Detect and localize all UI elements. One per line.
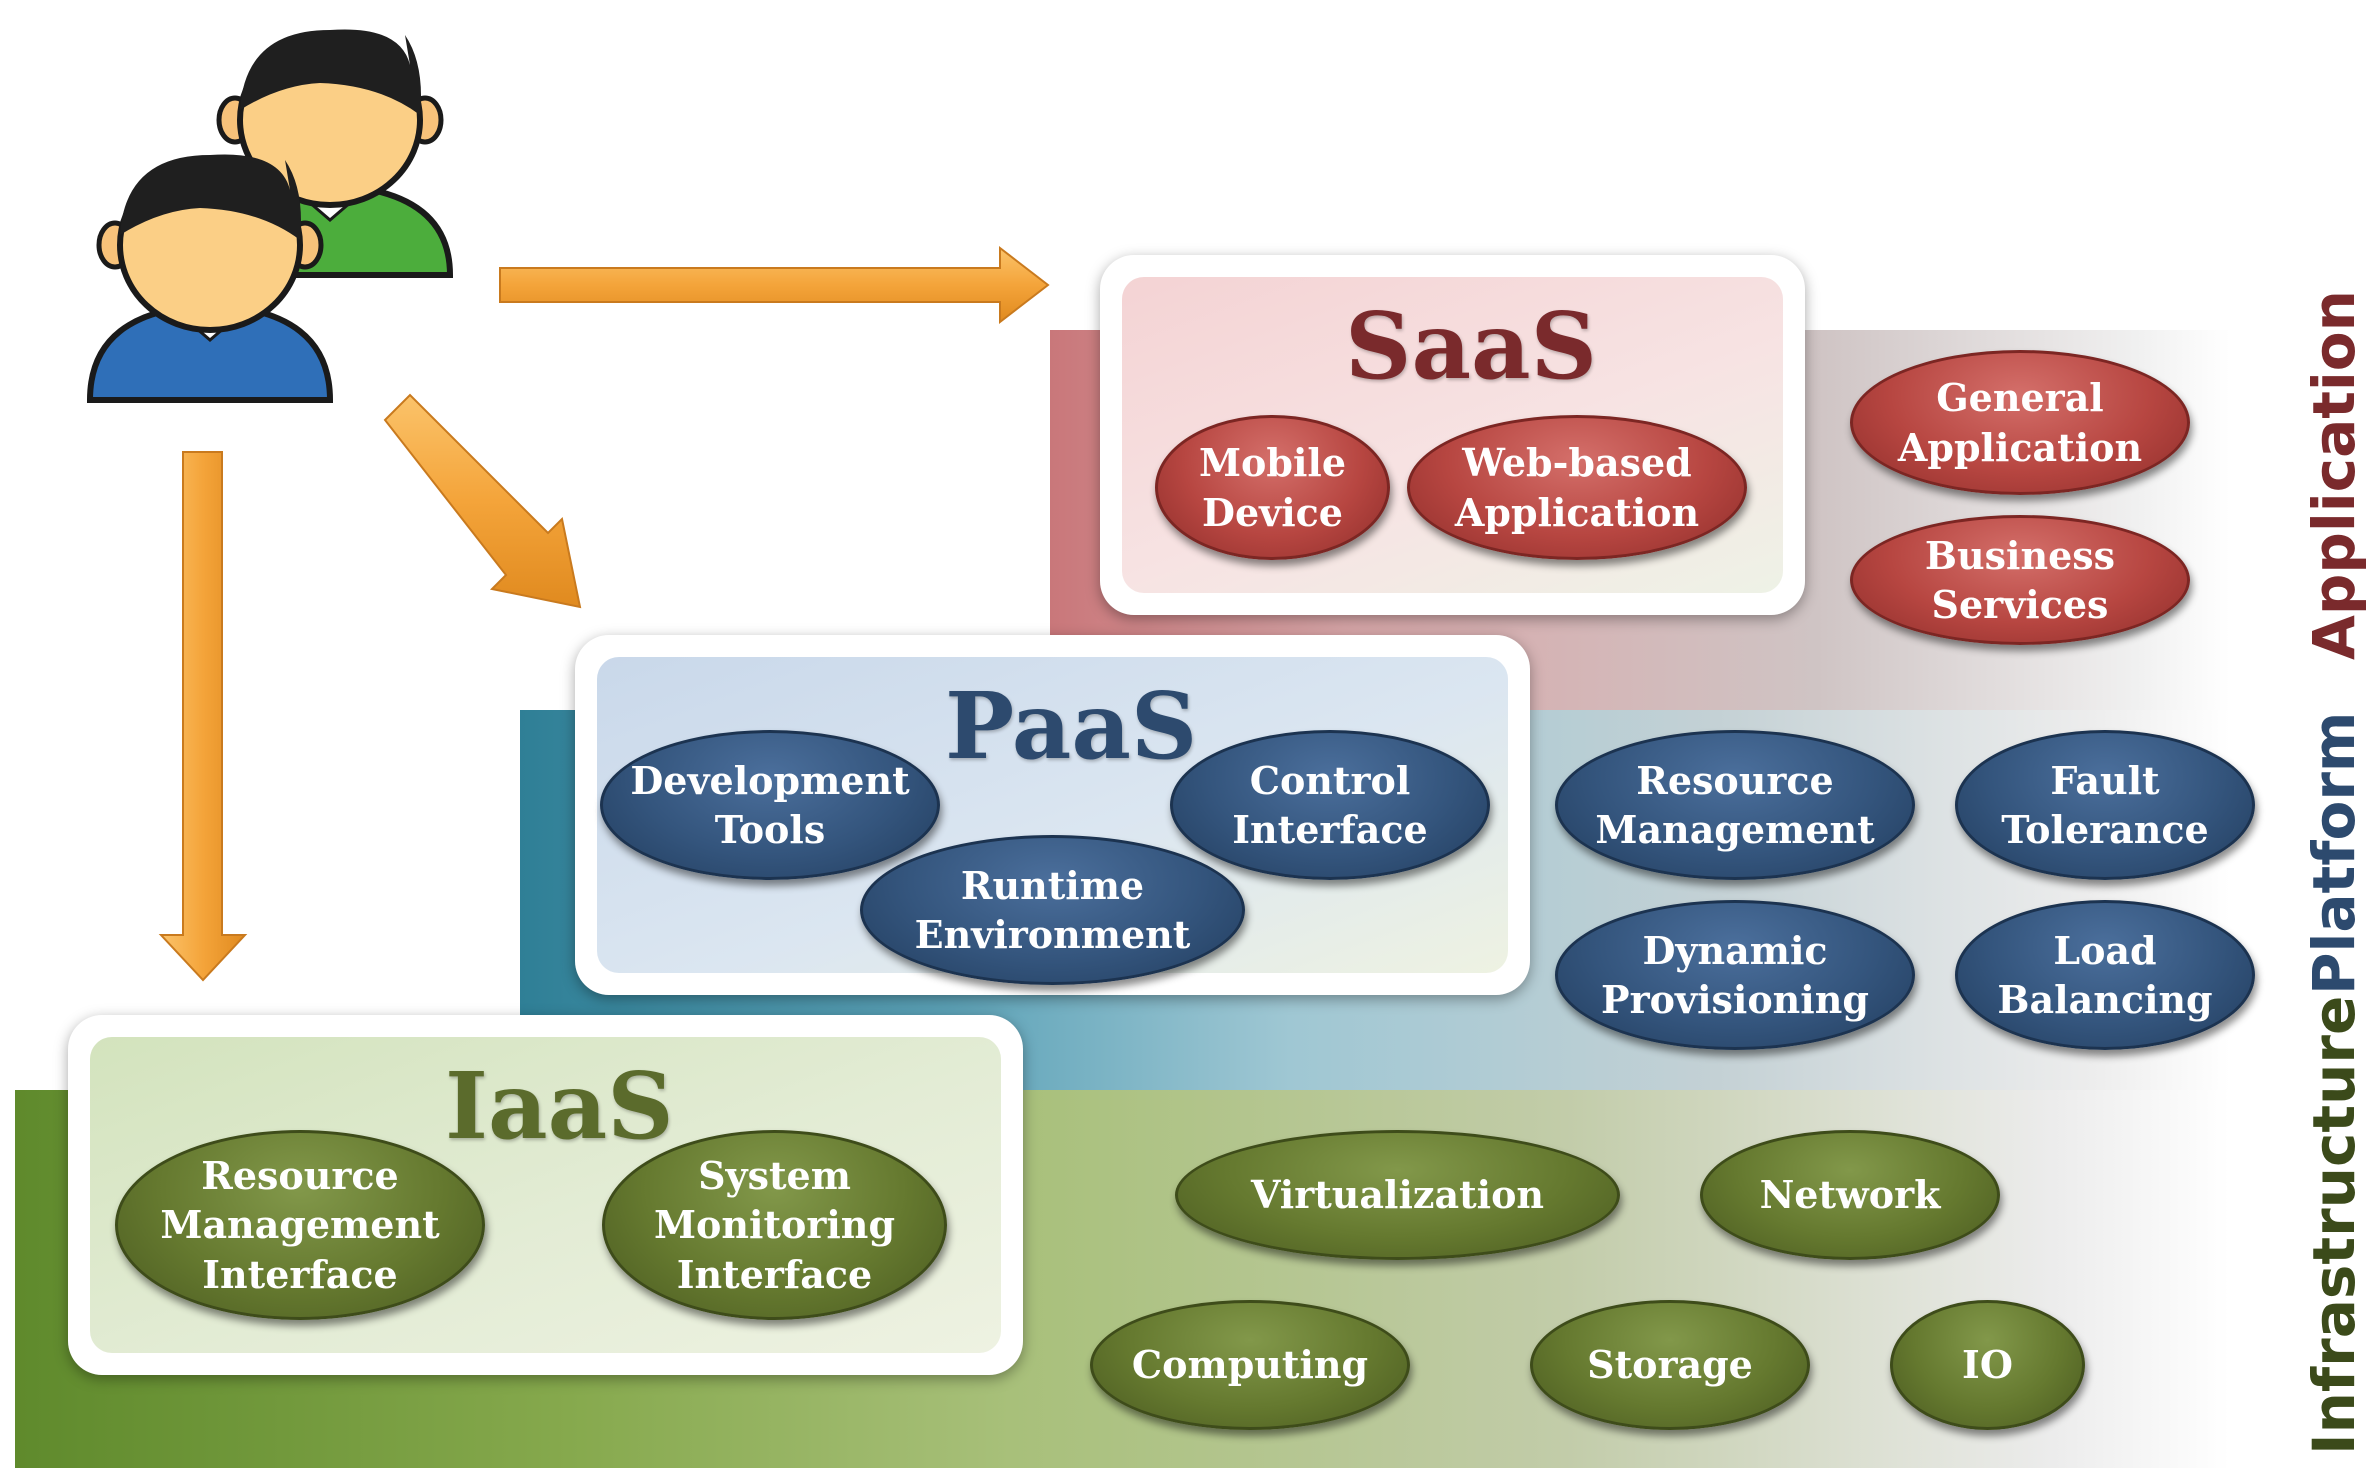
arrow-right-icon bbox=[499, 245, 1050, 325]
paas-fault-tolerance: Fault Tolerance bbox=[1955, 730, 2255, 880]
users-icon bbox=[86, 29, 454, 403]
arrow-down-icon bbox=[158, 451, 248, 982]
paas-control-interface: Control Interface bbox=[1170, 730, 1490, 880]
iaas-computing: Computing bbox=[1090, 1300, 1410, 1430]
paas-development-tools: Development Tools bbox=[600, 730, 940, 880]
iaas-resource-management-interface: Resource Management Interface bbox=[115, 1130, 485, 1320]
paas-load-balancing: Load Balancing bbox=[1955, 900, 2255, 1050]
iaas-io: IO bbox=[1890, 1300, 2085, 1430]
saas-web-based-application: Web-based Application bbox=[1407, 415, 1747, 560]
iaas-system-monitoring-interface: System Monitoring Interface bbox=[602, 1130, 947, 1320]
paas-resource-management: Resource Management bbox=[1555, 730, 1915, 880]
iaas-network: Network bbox=[1700, 1130, 2000, 1260]
arrow-diagonal-icon bbox=[383, 393, 582, 609]
infrastructure-layer-label: Infrastructure bbox=[2300, 995, 2368, 1455]
platform-layer-label: Platform bbox=[2300, 711, 2368, 995]
saas-business-services: Business Services bbox=[1850, 515, 2190, 645]
paas-title: PaaS bbox=[945, 672, 1198, 780]
paas-runtime-environment: Runtime Environment bbox=[860, 835, 1245, 985]
saas-title: SaaS bbox=[1345, 292, 1598, 400]
saas-mobile-device: Mobile Device bbox=[1155, 415, 1390, 560]
paas-dynamic-provisioning: Dynamic Provisioning bbox=[1555, 900, 1915, 1050]
iaas-virtualization: Virtualization bbox=[1175, 1130, 1620, 1260]
iaas-storage: Storage bbox=[1530, 1300, 1810, 1430]
saas-general-application: General Application bbox=[1850, 350, 2190, 495]
application-layer-label: Application bbox=[2300, 290, 2368, 660]
iaas-title: IaaS bbox=[445, 1052, 674, 1160]
